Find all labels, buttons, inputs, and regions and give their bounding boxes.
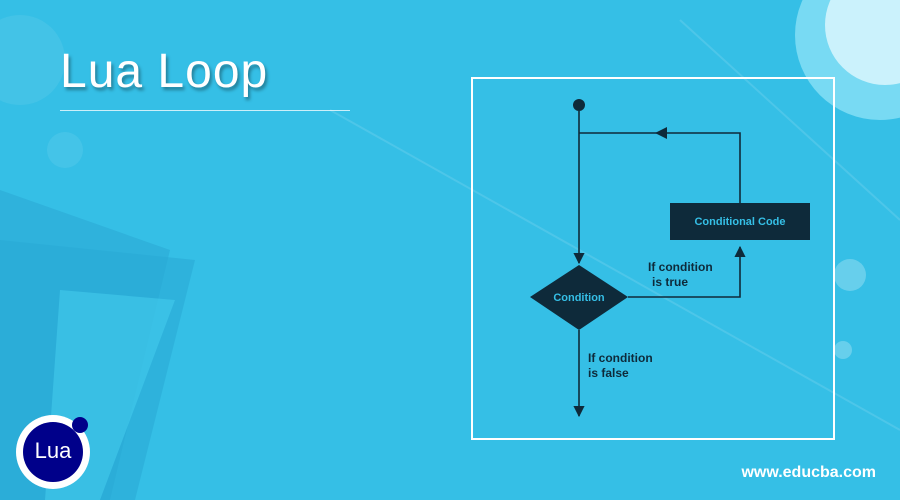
condition-label: Condition xyxy=(553,292,605,304)
lua-logo-planet: Lua xyxy=(23,422,83,482)
true-edge-label-line1: If condition xyxy=(648,260,713,274)
true-edge-label-line2: is true xyxy=(652,275,688,289)
footer-url: www.educba.com xyxy=(741,464,876,481)
bg-streak xyxy=(679,19,900,221)
conditional-code-label: Conditional Code xyxy=(694,216,785,228)
false-edge-label-line1: If condition xyxy=(588,351,653,365)
bg-streak xyxy=(329,109,900,431)
edge-true-to-code xyxy=(628,245,746,298)
title-underline xyxy=(60,110,350,111)
false-edge-label-line2: is false xyxy=(588,366,629,380)
arrowhead-loop xyxy=(655,127,667,139)
bg-bubble xyxy=(834,341,852,359)
lua-logo-moon xyxy=(72,417,88,433)
bg-bubble xyxy=(834,259,866,291)
lua-logo: Lua xyxy=(16,415,90,489)
bg-bubble xyxy=(47,132,83,168)
page-title: Lua Loop xyxy=(60,45,269,98)
conditional-code-node xyxy=(670,203,810,240)
flowchart-frame xyxy=(471,77,835,440)
edge-loop-return-right xyxy=(660,132,741,207)
bg-circle-top-right-inner xyxy=(825,0,900,85)
start-node xyxy=(573,99,585,111)
bg-bubble xyxy=(0,15,65,105)
lua-logo-text: Lua xyxy=(34,438,72,463)
condition-node xyxy=(530,265,628,330)
